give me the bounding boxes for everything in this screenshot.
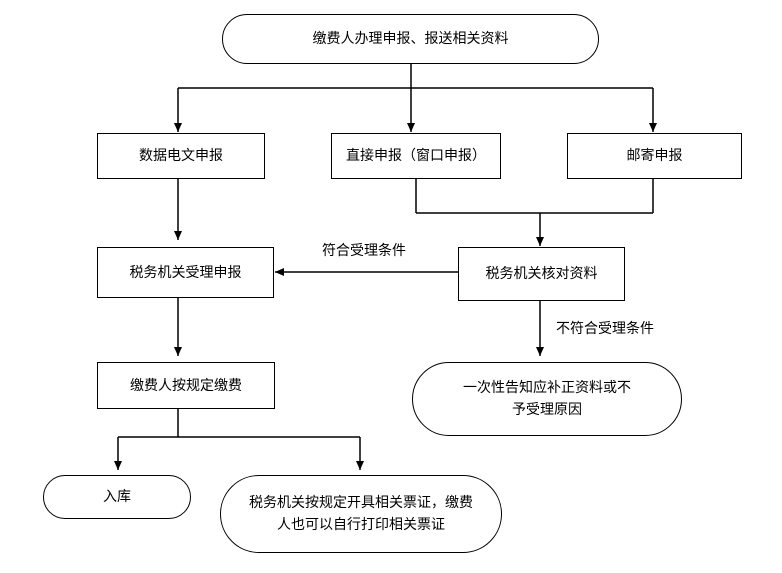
tax-verify-node: 税务机关核对资料 [458,247,625,301]
direct-report-node: 直接申报（窗口申报） [331,133,501,179]
edge-label-not-meets: 不符合受理条件 [556,321,654,337]
edge-label-meets: 符合受理条件 [322,243,406,259]
tax-accept-node: 税务机关受理申报 [97,247,274,298]
receipt-node: 税务机关按规定开具相关票证，缴费人也可以自行打印相关票证 [220,475,502,553]
start-node: 缴费人办理申报、报送相关资料 [222,14,599,64]
data-report-node: 数据电文申报 [97,133,265,179]
reject-node: 一次性告知应补正资料或不予受理原因 [412,362,682,436]
payment-node: 缴费人按规定缴费 [97,362,275,409]
mail-report-node: 邮寄申报 [567,133,742,179]
storage-node: 入库 [43,475,191,519]
